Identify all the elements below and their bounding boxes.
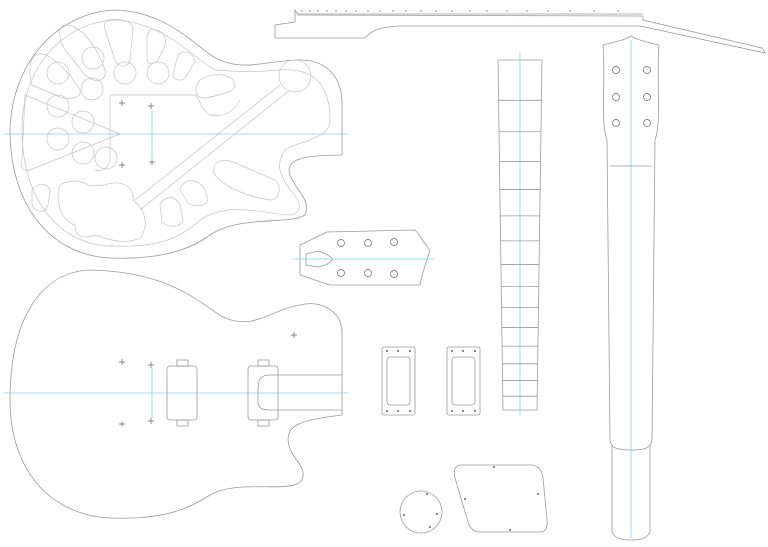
pickup-ring-neck [381,346,416,416]
switch-cover [399,490,443,534]
body-top-outline [9,269,343,519]
neck-front [602,35,660,541]
body-back-outline [9,9,343,259]
body-back-chambered [4,9,348,259]
neck-pocket [257,374,342,411]
tuner-holes [337,238,398,278]
fretboard [497,52,543,415]
neck-side-profile [274,8,766,54]
control-cavity-cover [453,464,548,533]
pickup-ring-bridge [446,346,481,416]
neck-tuner-holes [612,66,651,127]
headstock-face [292,229,434,286]
fret-ticks [301,10,619,12]
body-top [4,269,348,519]
